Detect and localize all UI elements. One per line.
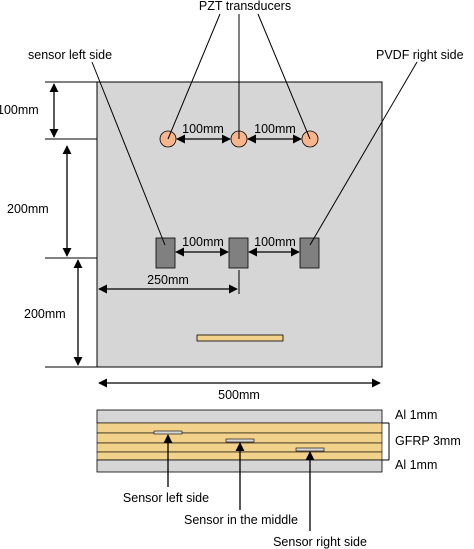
dim-label-sensor-1: 100mm: [182, 235, 224, 249]
pzt-leader-right: [257, 13, 311, 140]
pzt-leader-left: [167, 13, 221, 140]
embedded-sensor-middle: [225, 438, 255, 443]
label-sensor-middle: Sensor in the middle: [184, 513, 298, 527]
pvdf-right-leader: [309, 61, 418, 246]
sensor-right: [299, 237, 320, 269]
label-pzt-transducers: PZT transducers: [199, 0, 291, 13]
label-al-bottom: Al 1mm: [395, 458, 437, 472]
label-sensor-left-side: sensor left side: [28, 48, 112, 62]
gfrp-ply-1: [96, 422, 383, 434]
dim-label-pzt-2: 100mm: [254, 122, 296, 136]
dim-label-bottom: 200mm: [24, 307, 66, 321]
dim-label-sensor-2: 100mm: [254, 235, 296, 249]
dim-label-mid: 200mm: [7, 202, 49, 216]
label-sensor-right: Sensor right side: [273, 535, 367, 549]
sensor-left-leader: [91, 61, 166, 246]
embedded-sensor-left: [153, 430, 183, 435]
dim-label-top: 100mm: [0, 103, 39, 117]
al-layer-top: [96, 409, 383, 424]
sensor-middle: [228, 237, 249, 269]
strip-sensor: [196, 334, 284, 342]
label-sensor-left: Sensor left side: [123, 491, 209, 505]
label-al-top: Al 1mm: [395, 408, 437, 422]
dim-label-width: 500mm: [218, 388, 260, 402]
dim-label-center: 250mm: [147, 273, 189, 287]
dim-label-pzt-1: 100mm: [182, 122, 224, 136]
sensor-left: [155, 237, 176, 269]
embedded-sensor-right: [295, 447, 325, 452]
label-gfrp: GFRP 3mm: [395, 434, 461, 448]
label-pvdf-right-side: PVDF right side: [376, 48, 464, 62]
